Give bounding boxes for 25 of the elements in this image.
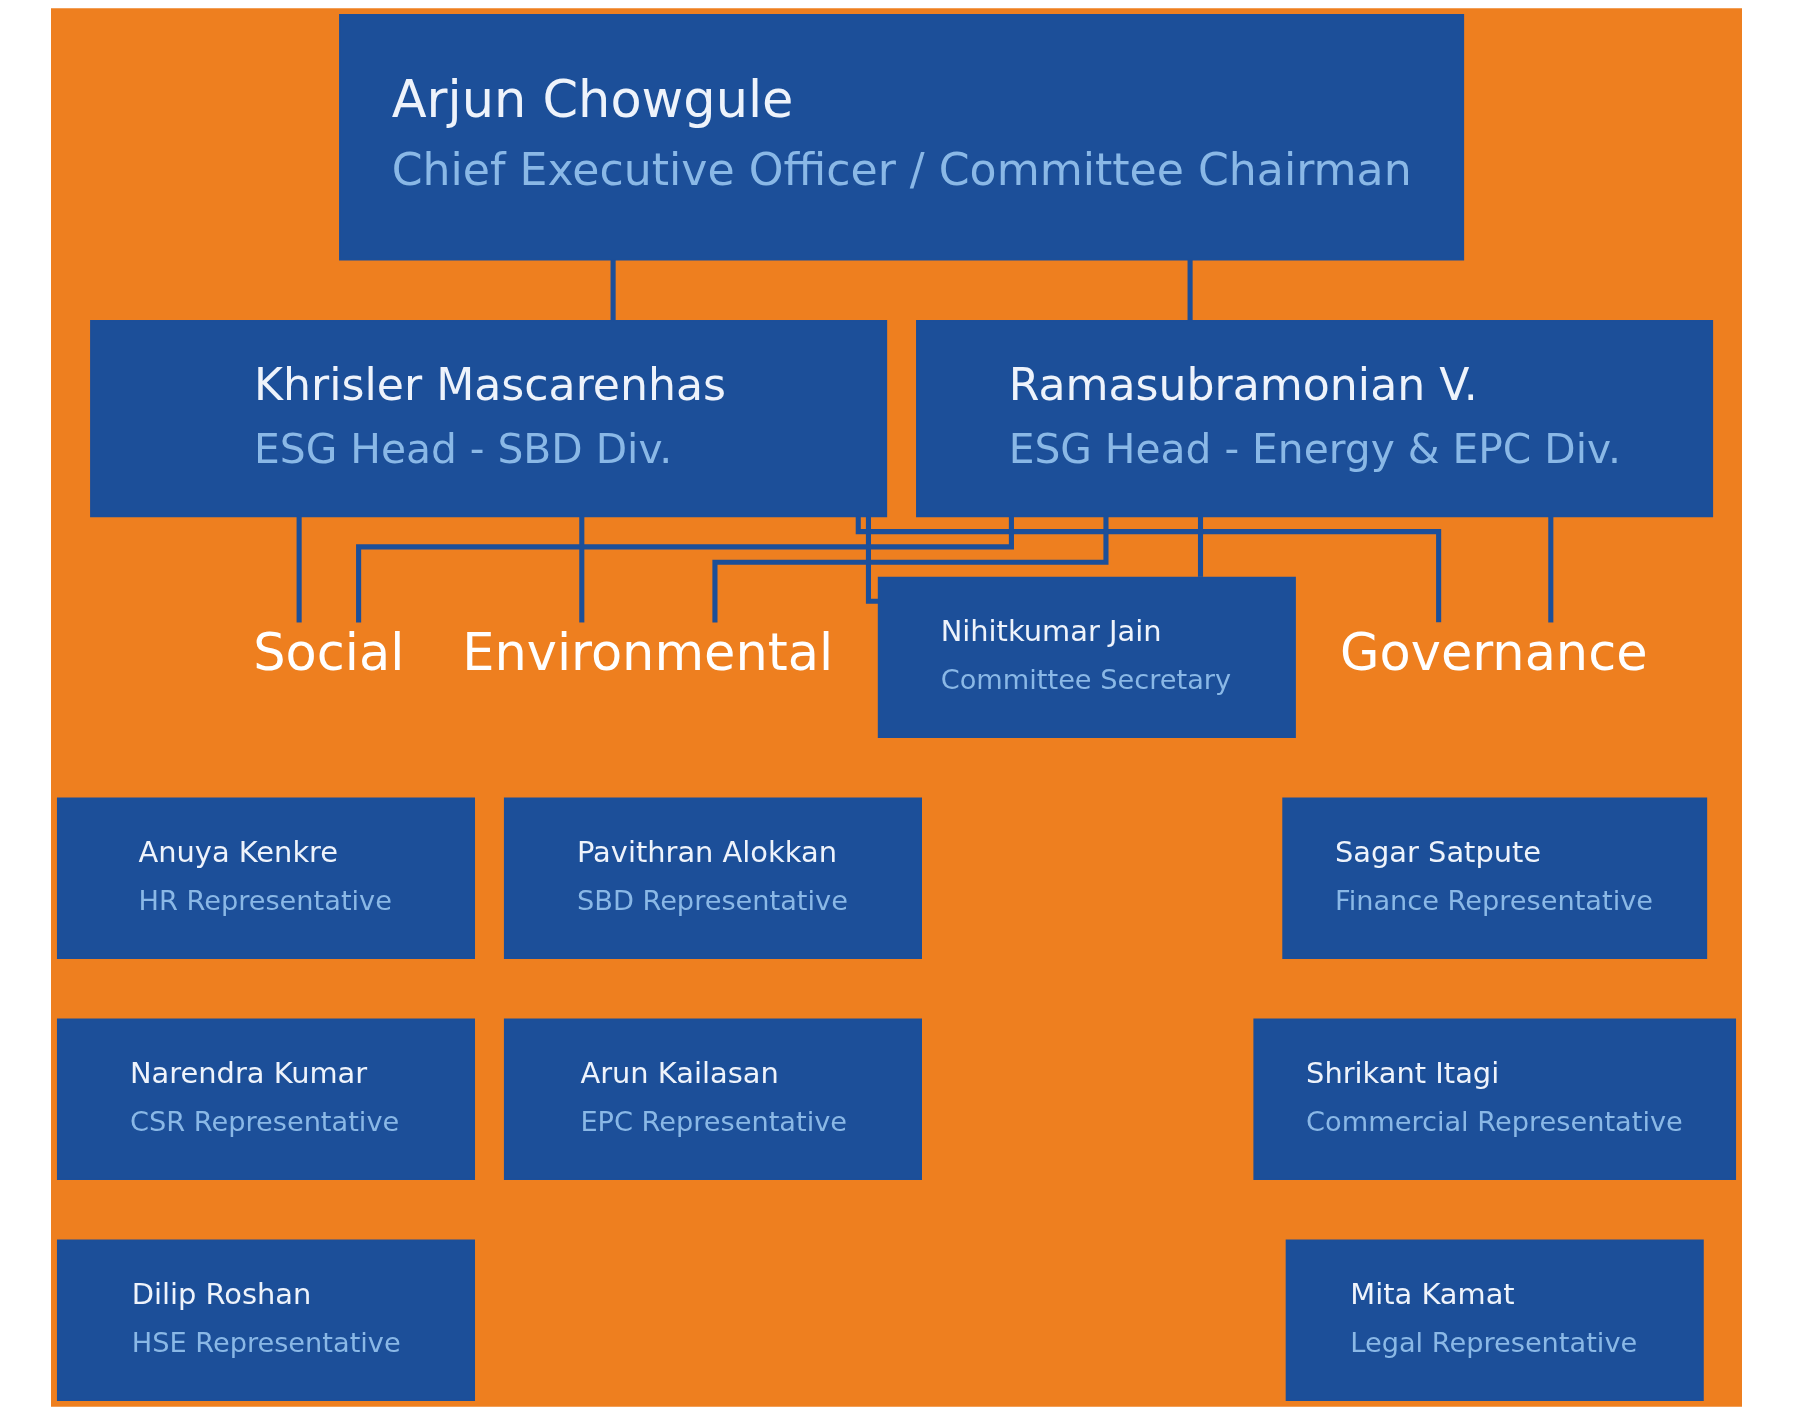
node-box: Ramasubramonian V. ESG Head - Energy & EPC Div.: [916, 320, 1714, 518]
node-box: Khrisler Mascarenhas ESG Head - SBD Div.: [90, 320, 888, 518]
node-box: Narendra Kumar CSR Representative: [56, 1018, 476, 1180]
connector: [1187, 259, 1193, 321]
node-box: Anuya Kenkre HR Representative: [56, 797, 476, 960]
connector: [1197, 516, 1204, 577]
connector: [1548, 516, 1554, 623]
connector: [296, 516, 302, 623]
node-box: Arjun Chowgule Chief Executive Officer / Committee Chairman: [339, 14, 1465, 261]
node-box: Nihitkumar Jain Committee Secretary: [877, 576, 1296, 739]
node-text: Governance: [1340, 623, 1648, 683]
node-box: Shrikant Itagi Commercial Representative: [1253, 1018, 1737, 1180]
node-box: Mita Kamat Legal Representative: [1285, 1239, 1704, 1401]
connector: [579, 516, 585, 623]
node-box: Pavithran Alokkan SBD Representative: [503, 797, 922, 960]
node-text: Social: [253, 623, 405, 683]
node-box: Sagar Satpute Finance Representative: [1282, 797, 1708, 960]
node-text: Environmental: [462, 623, 834, 683]
node-box: Dilip Roshan HSE Representative: [56, 1239, 476, 1401]
connector: [356, 516, 1014, 623]
connector: [712, 516, 1109, 623]
node-box: Arun Kailasan EPC Representative: [503, 1018, 922, 1180]
connector: [610, 259, 616, 321]
connector: [865, 516, 879, 604]
connector: [855, 516, 1442, 623]
